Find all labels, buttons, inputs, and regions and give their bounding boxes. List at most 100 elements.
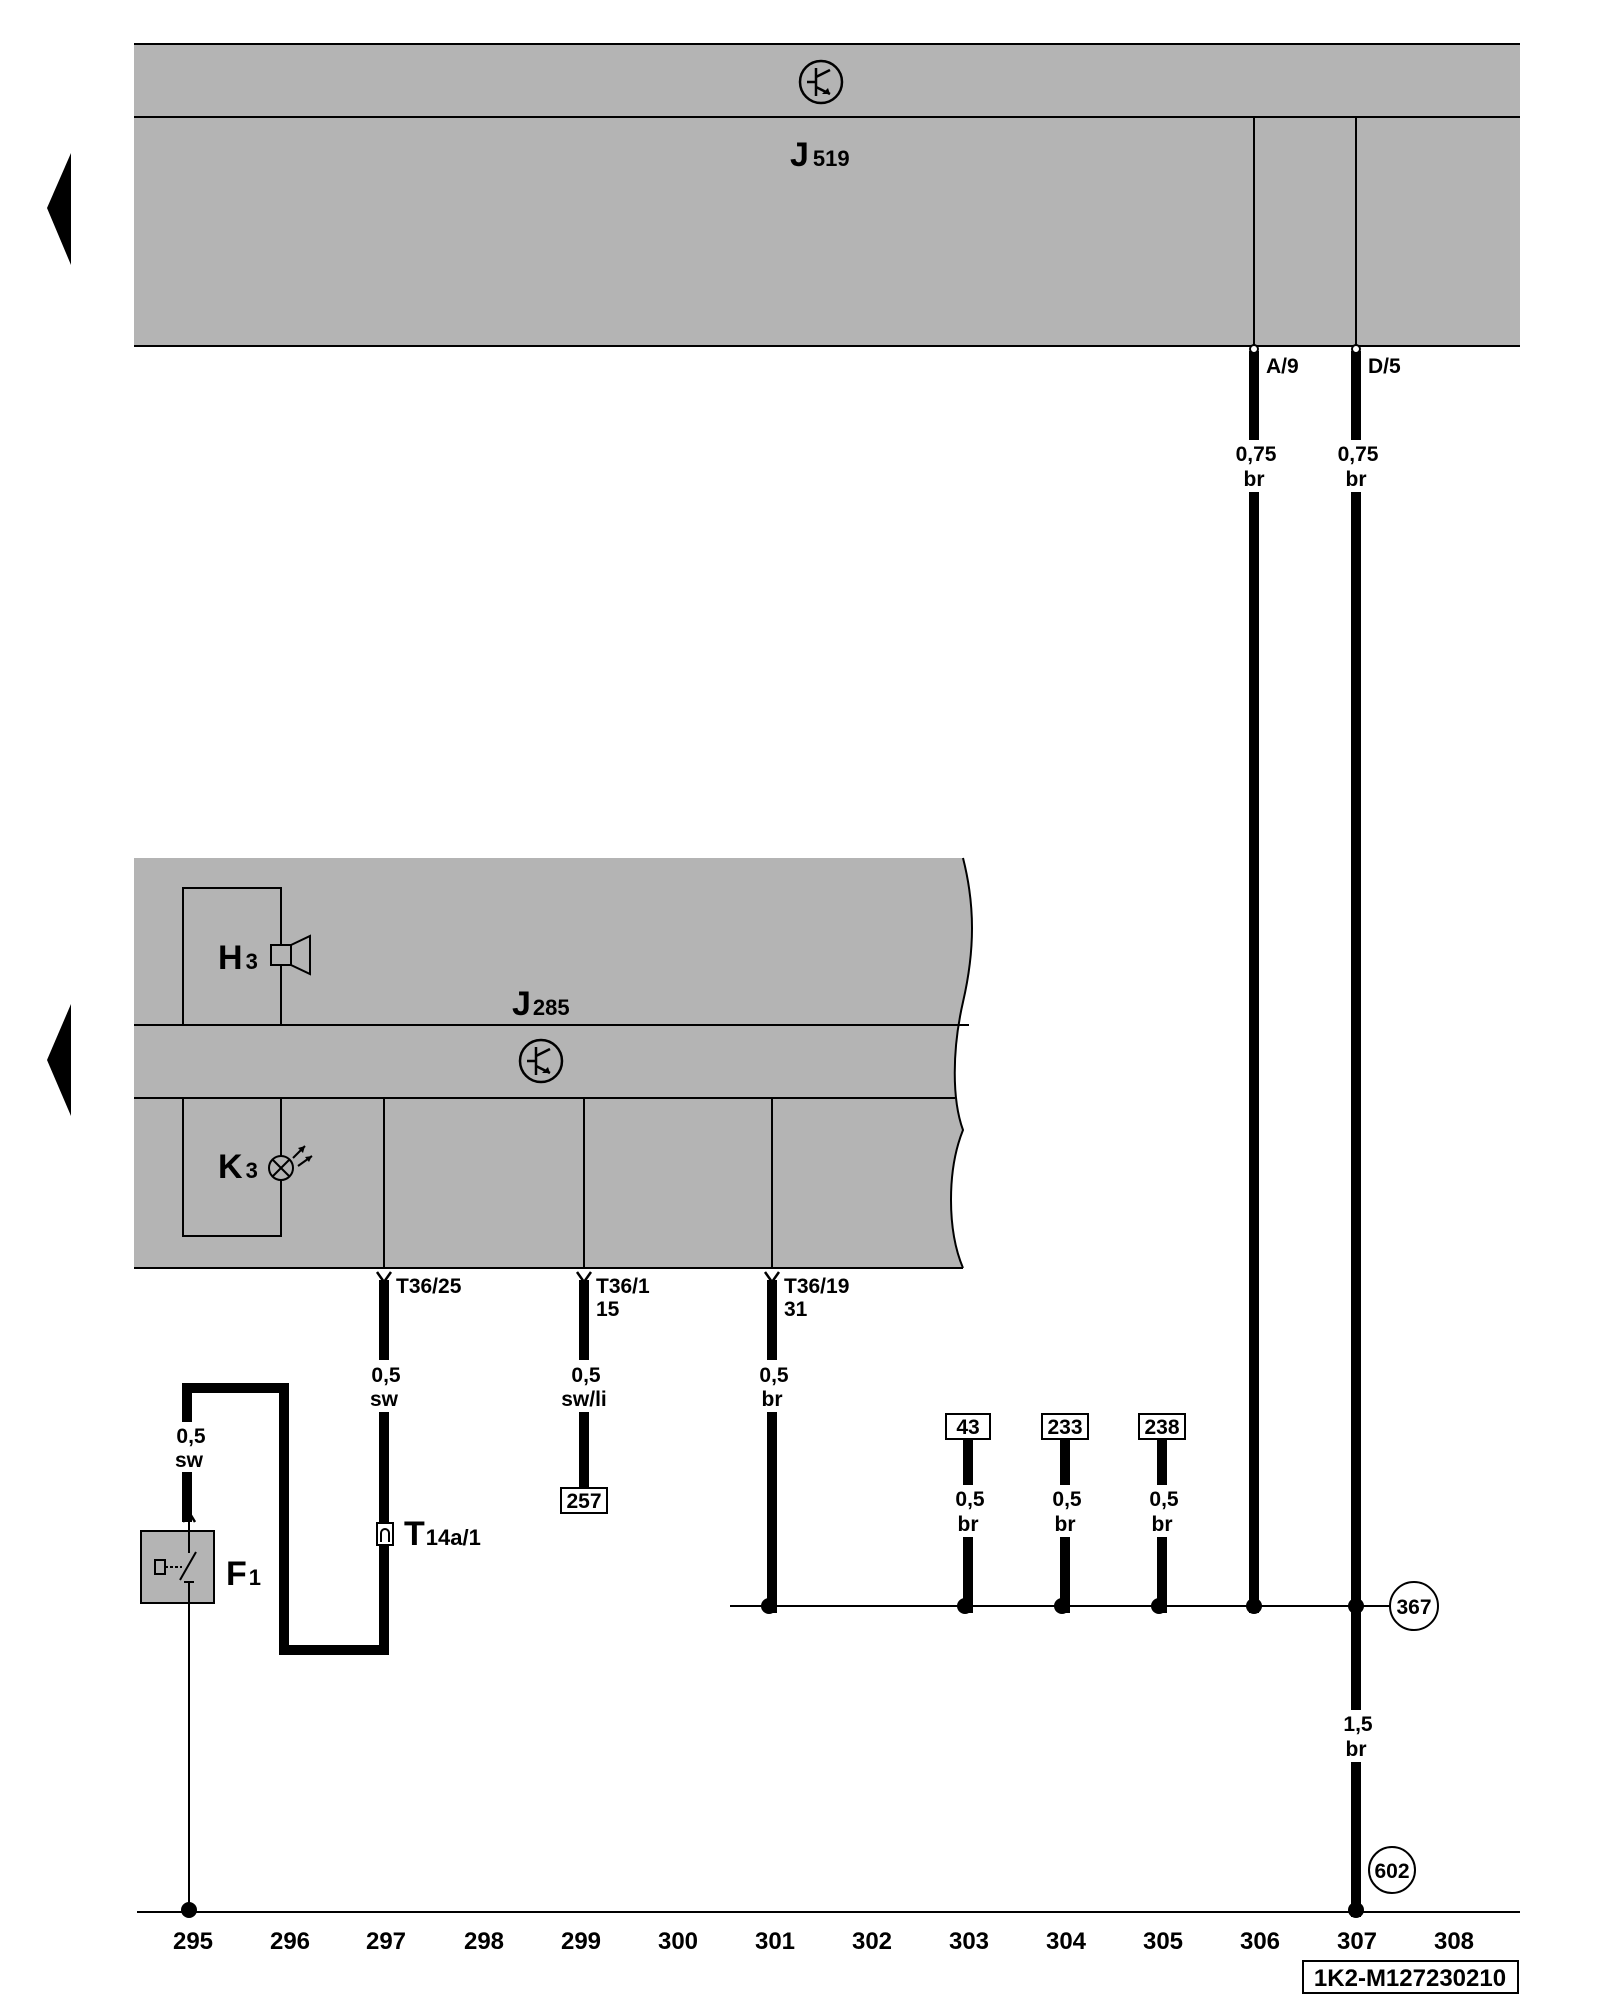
pin-t36-1-label: T36/1 — [596, 1275, 650, 1298]
column-number: 304 — [1046, 1928, 1087, 1955]
wire-297 — [379, 1280, 389, 1655]
wire-306-color: br — [1244, 468, 1265, 491]
pin-t36-25-connector-icon — [375, 1271, 393, 1285]
ref-257-label[interactable]: 257 — [566, 1490, 601, 1513]
ground-point-602-circle[interactable] — [1368, 1846, 1416, 1894]
junction-307-bottom — [1348, 1902, 1364, 1918]
ground-point-367-label[interactable]: 367 — [1396, 1596, 1431, 1619]
wire-299-color: sw/li — [561, 1388, 607, 1411]
wire-304-size: 0,5 — [1052, 1488, 1082, 1511]
column-number: 295 — [173, 1928, 213, 1955]
gap-305 — [1132, 1485, 1192, 1537]
wire-304-color: br — [1055, 1513, 1076, 1536]
ref-233-label[interactable]: 233 — [1047, 1416, 1082, 1439]
wire-303-size: 0,5 — [955, 1488, 985, 1511]
gap-295 — [162, 1422, 218, 1472]
gap-307g — [1326, 1710, 1386, 1762]
wire-305-color: br — [1152, 1513, 1173, 1536]
j285-continuation-arrow-icon — [47, 1004, 71, 1116]
pin-t36-25-label: T36/25 — [396, 1275, 462, 1298]
ref-233-box[interactable] — [1041, 1413, 1089, 1440]
wire-306-size: 0,75 — [1236, 443, 1277, 466]
wire-305-size: 0,5 — [1149, 1488, 1179, 1511]
column-number: 297 — [366, 1928, 406, 1955]
buzzer-icon — [270, 934, 311, 976]
junction-303 — [957, 1598, 973, 1614]
column-number: 299 — [561, 1928, 601, 1955]
wire-295-color: sw — [175, 1449, 204, 1472]
wire-301-color: br — [762, 1388, 783, 1411]
pin-t36-1-connector-icon — [575, 1271, 593, 1285]
wire-301-size: 0,5 — [759, 1364, 789, 1387]
ref-43-box[interactable] — [945, 1413, 991, 1440]
wire-loop-295-297 — [182, 1383, 389, 1655]
gap-301 — [742, 1360, 802, 1412]
column-number: 301 — [755, 1928, 795, 1955]
ref-238-label[interactable]: 238 — [1144, 1416, 1179, 1439]
wire-297-size: 0,5 — [371, 1364, 401, 1387]
wire-307-ground-size: 1,5 — [1343, 1713, 1373, 1736]
column-numbers: 295 296 297 298 299 300 301 302 303 304 … — [173, 1928, 1474, 1955]
pin-d5-connector-icon — [1351, 344, 1361, 354]
warning-lamp-icon — [268, 1145, 313, 1181]
j519-electronic-symbol-icon — [798, 59, 844, 105]
junction-304 — [1054, 1598, 1070, 1614]
junction-295-bottom — [181, 1902, 197, 1918]
column-number: 308 — [1434, 1928, 1474, 1955]
junction-307 — [1348, 1598, 1364, 1614]
column-number: 298 — [464, 1928, 504, 1955]
wire-307-size: 0,75 — [1338, 443, 1379, 466]
f1-label: F1 — [226, 1555, 261, 1593]
wire-297-color: sw — [370, 1388, 399, 1411]
gap-304 — [1035, 1485, 1095, 1537]
wire-307-color: br — [1346, 468, 1367, 491]
column-number: 296 — [270, 1928, 310, 1955]
wire-301 — [767, 1280, 777, 1613]
j285-break-edge — [950, 857, 973, 1269]
ground-point-602-label[interactable]: 602 — [1374, 1860, 1409, 1883]
j285-label: J285 — [512, 985, 570, 1023]
pin-t36-19-terminal: 31 — [784, 1298, 808, 1321]
ref-238-box[interactable] — [1138, 1413, 1186, 1440]
column-number: 305 — [1143, 1928, 1183, 1955]
column-number: 306 — [1240, 1928, 1280, 1955]
gap-299 — [550, 1360, 618, 1412]
wire-306 — [1249, 351, 1259, 1613]
column-number: 300 — [658, 1928, 698, 1955]
j285-housing — [134, 858, 972, 1268]
f1-connector-icon — [181, 1509, 197, 1523]
pin-a9-label: A/9 — [1266, 355, 1299, 378]
j285-electronic-symbol-icon — [518, 1038, 564, 1084]
wire-303-color: br — [958, 1513, 979, 1536]
ground-point-367-circle[interactable] — [1389, 1581, 1439, 1631]
wire-295-size: 0,5 — [176, 1425, 206, 1448]
t14a-label: T14a/1 — [404, 1515, 481, 1553]
pin-t36-19-label: T36/19 — [784, 1275, 849, 1298]
ref-43-label[interactable]: 43 — [956, 1416, 979, 1439]
column-number: 302 — [852, 1928, 892, 1955]
j519-housing — [134, 44, 1520, 346]
junction-301 — [761, 1598, 777, 1614]
junction-306 — [1246, 1598, 1262, 1614]
diagram-code: 1K2-M127230210 — [1314, 1965, 1506, 1992]
switch-icon — [154, 1531, 197, 1603]
column-number: 303 — [949, 1928, 989, 1955]
t14a-connector-icon — [376, 1522, 394, 1546]
column-number: 307 — [1337, 1928, 1377, 1955]
junction-305 — [1151, 1598, 1167, 1614]
wire-307-ground-color: br — [1346, 1738, 1367, 1761]
j519-continuation-arrow-icon — [47, 153, 71, 265]
pin-a9-connector-icon — [1249, 344, 1259, 354]
pin-t36-19-connector-icon — [763, 1271, 781, 1285]
gap-307 — [1326, 440, 1386, 492]
diagram-code-box — [1302, 1960, 1519, 1994]
pin-t36-1-terminal: 15 — [596, 1298, 620, 1321]
gap-297 — [354, 1360, 414, 1412]
wire-299-size: 0,5 — [571, 1364, 601, 1387]
wire-307 — [1351, 351, 1361, 1917]
pin-d5-label: D/5 — [1368, 355, 1401, 378]
ref-257-box[interactable] — [560, 1487, 608, 1514]
